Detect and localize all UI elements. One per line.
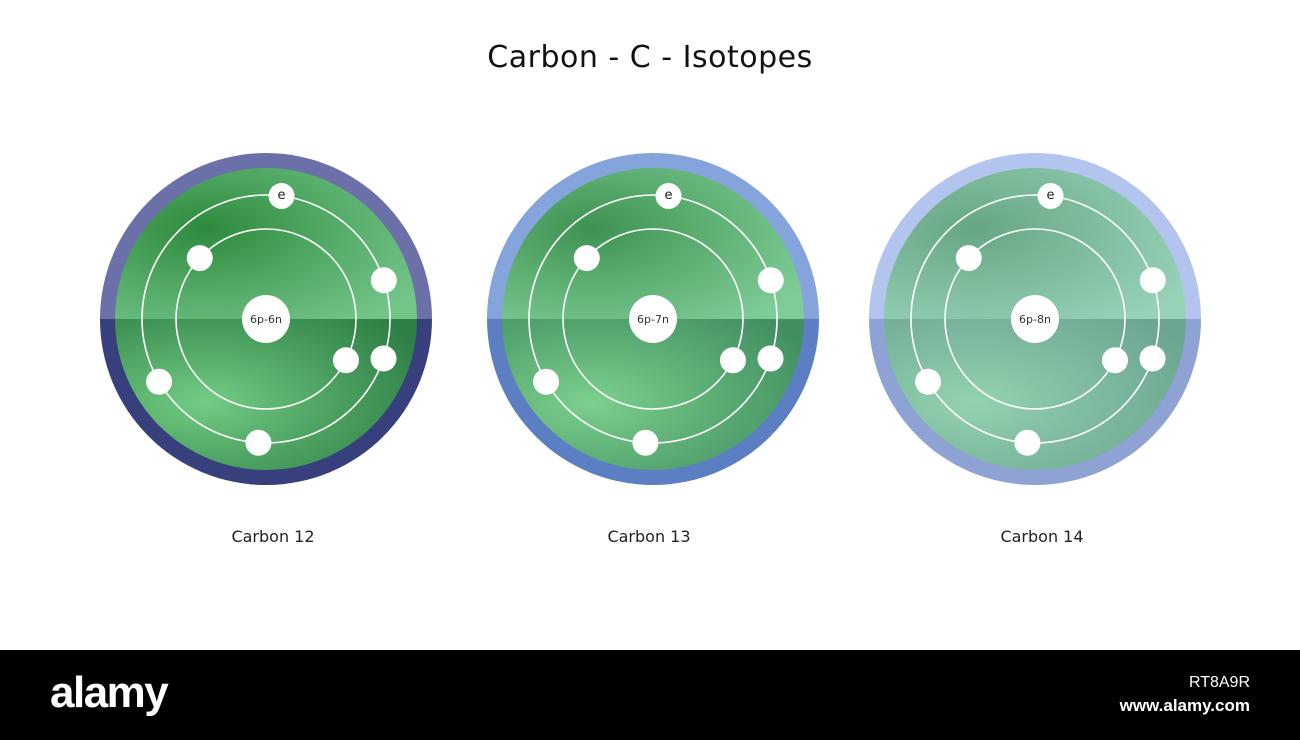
electron — [1139, 267, 1166, 294]
electron — [1014, 429, 1041, 456]
alamy-logo: alamy — [50, 668, 169, 717]
disk-top — [115, 168, 417, 319]
electron — [268, 182, 295, 209]
electron-shell-1 — [562, 228, 744, 410]
electron — [573, 245, 600, 272]
disk-top — [502, 168, 804, 319]
electron — [915, 368, 942, 395]
electron — [370, 267, 397, 294]
diagram-title: Carbon - C - Isotopes — [487, 40, 813, 75]
atom-diagram — [869, 153, 1201, 485]
footer-bar: alamy RT8A9R www.alamy.com — [0, 650, 1300, 740]
electron-shell-1 — [175, 228, 357, 410]
electron — [757, 267, 784, 294]
electron — [245, 429, 272, 456]
electron — [332, 347, 359, 374]
electron — [955, 245, 982, 272]
electron — [1037, 182, 1064, 209]
electron — [757, 345, 784, 372]
atom-diagram — [487, 153, 819, 485]
disk-top — [884, 168, 1186, 319]
caption-carbon-12: Carbon 12 — [231, 527, 315, 546]
electron-shell-1 — [944, 228, 1126, 410]
nucleus-circle — [242, 295, 290, 343]
nucleus-circle — [1011, 295, 1059, 343]
electron — [1101, 347, 1128, 374]
electron — [186, 245, 213, 272]
nucleus-circle — [629, 295, 677, 343]
electron — [533, 368, 560, 395]
electron — [1139, 345, 1166, 372]
electron — [632, 429, 659, 456]
electron — [719, 347, 746, 374]
site-url: www.alamy.com — [1119, 696, 1250, 715]
electron — [370, 345, 397, 372]
caption-carbon-13: Carbon 13 — [607, 527, 691, 546]
image-id: RT8A9R — [1188, 674, 1250, 691]
atom-diagram — [100, 153, 432, 485]
electron — [146, 368, 173, 395]
electron — [655, 182, 682, 209]
caption-carbon-14: Carbon 14 — [1000, 527, 1084, 546]
